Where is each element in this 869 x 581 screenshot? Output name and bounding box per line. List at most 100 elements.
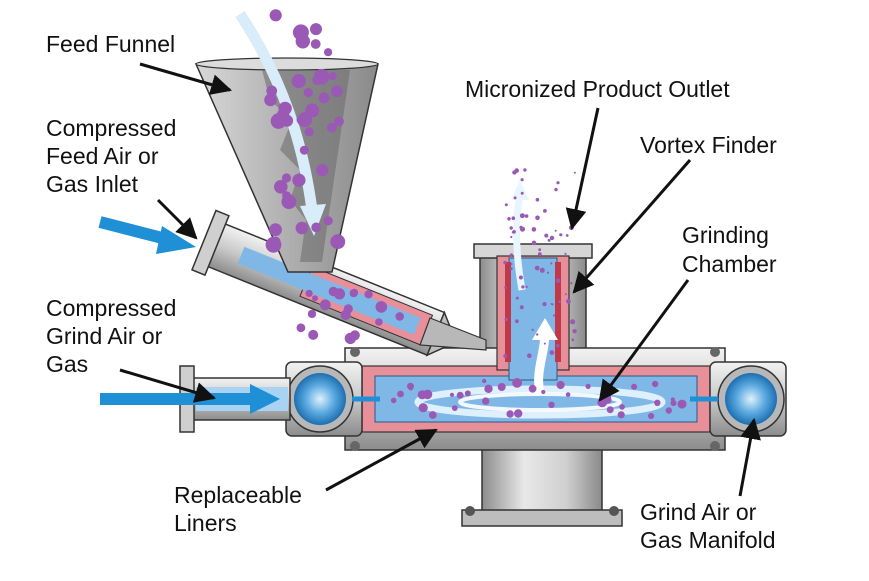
label-feed-air-line2: Feed Air or xyxy=(46,143,159,169)
particle xyxy=(573,171,576,174)
particle xyxy=(323,216,333,226)
label-feed-funnel: Feed Funnel xyxy=(46,31,175,57)
particle xyxy=(515,319,519,324)
particle xyxy=(295,221,309,235)
particle xyxy=(512,170,517,175)
particle xyxy=(549,235,555,241)
particle xyxy=(556,344,560,348)
particle xyxy=(344,332,357,345)
particle xyxy=(554,229,557,232)
label-liners-line1: Replaceable xyxy=(174,482,302,508)
label-manifold-line2: Gas Manifold xyxy=(640,527,776,553)
particle xyxy=(555,278,561,283)
particle xyxy=(308,329,319,340)
particle xyxy=(543,209,547,213)
label-feed-air-line3: Gas Inlet xyxy=(46,171,139,197)
particle xyxy=(456,391,464,399)
particle xyxy=(520,191,524,195)
particle xyxy=(536,333,539,336)
particle xyxy=(310,23,322,36)
particle xyxy=(506,410,514,418)
particle xyxy=(648,412,655,420)
particle xyxy=(537,252,542,257)
particle xyxy=(482,378,487,384)
label-vortex-finder: Vortex Finder xyxy=(640,132,777,158)
particle xyxy=(566,298,571,304)
particle xyxy=(556,380,565,390)
particle xyxy=(330,234,346,250)
label-feed-air-line1: Compressed xyxy=(46,115,176,141)
particle xyxy=(565,234,569,237)
particle xyxy=(606,406,614,414)
particle xyxy=(397,390,404,398)
particle xyxy=(550,262,553,265)
particle xyxy=(535,215,540,221)
particle xyxy=(296,323,306,333)
particle xyxy=(549,350,555,355)
particle xyxy=(509,253,513,257)
particle xyxy=(349,289,358,298)
particle xyxy=(307,309,317,319)
particle xyxy=(303,88,313,98)
particle xyxy=(428,411,437,419)
particle xyxy=(334,116,344,127)
particle xyxy=(281,173,292,183)
particle xyxy=(269,9,282,22)
particle xyxy=(539,267,545,273)
particle xyxy=(504,317,508,322)
label-grind-air-line1: Compressed xyxy=(46,295,176,321)
particle xyxy=(654,399,661,406)
particle xyxy=(527,353,532,359)
particle xyxy=(305,289,313,297)
particle xyxy=(313,68,330,85)
particle xyxy=(531,240,537,246)
particle xyxy=(520,178,524,182)
particle xyxy=(619,404,625,410)
particle xyxy=(570,319,576,325)
particle xyxy=(327,122,337,133)
particle xyxy=(364,290,373,299)
particle xyxy=(535,197,540,202)
particle xyxy=(525,285,528,288)
particle xyxy=(548,401,555,408)
label-grind-air-line3: Gas xyxy=(46,351,88,377)
particle xyxy=(504,286,507,289)
particle xyxy=(531,328,534,331)
particle xyxy=(395,312,405,321)
particle xyxy=(482,397,490,405)
particle xyxy=(513,196,517,200)
particle xyxy=(311,222,322,233)
particle xyxy=(572,329,577,334)
label-grind-air-line2: Grind Air or xyxy=(46,323,163,349)
particle xyxy=(543,342,546,345)
particle xyxy=(464,390,471,397)
particle xyxy=(521,285,525,289)
particle xyxy=(451,405,458,411)
particle xyxy=(565,392,571,397)
particle xyxy=(604,396,612,404)
particle xyxy=(375,318,383,326)
label-liners-line2: Liners xyxy=(174,510,237,536)
particle xyxy=(546,271,550,274)
particle xyxy=(328,286,339,297)
particle xyxy=(291,74,306,89)
particle xyxy=(541,389,546,395)
particle xyxy=(504,203,508,207)
particle xyxy=(281,194,297,210)
particle xyxy=(544,233,549,238)
particle xyxy=(550,302,553,305)
particle xyxy=(324,48,333,57)
particle xyxy=(665,407,672,414)
particle xyxy=(316,163,329,177)
particle xyxy=(559,233,563,237)
particle xyxy=(266,85,278,97)
particle xyxy=(564,252,567,255)
particle xyxy=(449,392,455,397)
particle xyxy=(375,301,388,313)
particle xyxy=(422,389,433,400)
particles xyxy=(264,9,687,420)
particle xyxy=(503,260,507,265)
particle xyxy=(547,238,551,242)
particle xyxy=(507,217,511,221)
